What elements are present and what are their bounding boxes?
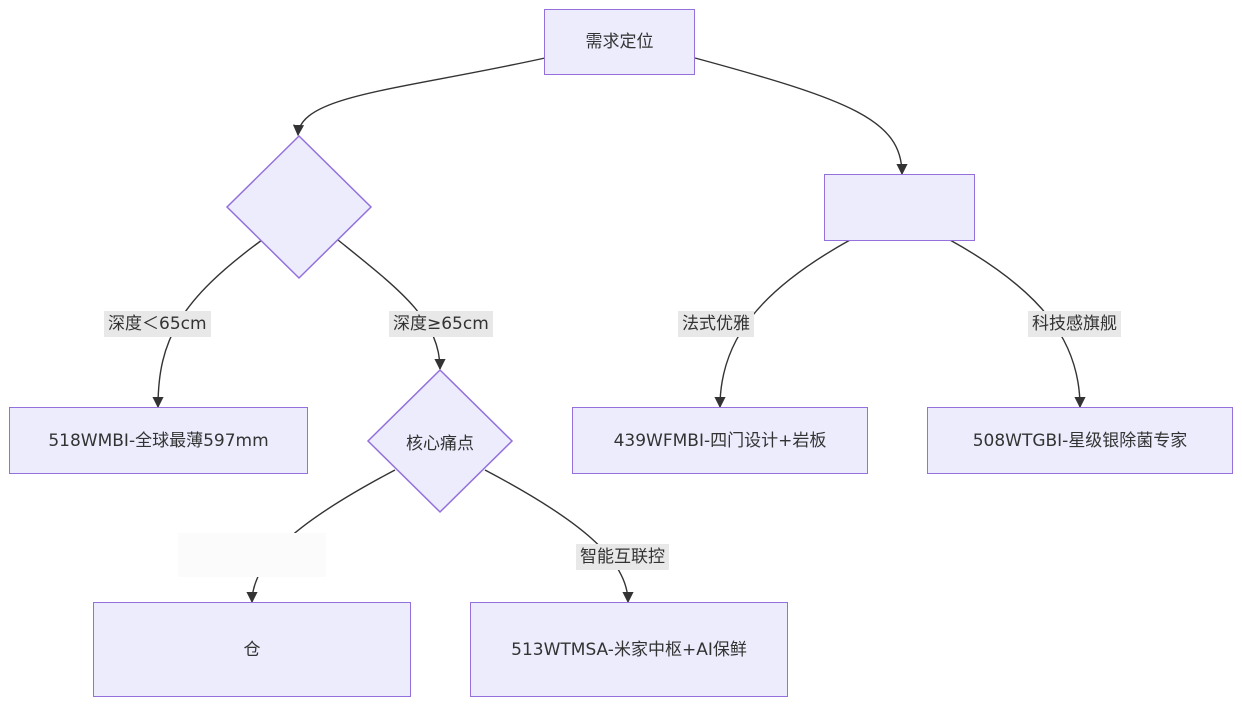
product-node-smart: 513WTMSA-米家中枢+AI保鲜 xyxy=(470,602,788,697)
product-node-sterilize-label: 508WTGBI-星级银除菌专家 xyxy=(972,430,1188,451)
pain-point-diamond xyxy=(366,368,514,514)
decision-diamond-left xyxy=(225,134,373,280)
pain-point-label: 核心痛点 xyxy=(406,433,474,454)
edge-label-depth-lt: 深度＜65cm xyxy=(104,311,211,337)
product-node-storage: 仓 xyxy=(93,602,411,697)
edge-root-to-left-decision xyxy=(292,57,546,137)
right-branch-node xyxy=(824,174,975,241)
left-decision-label xyxy=(227,136,371,278)
root-node: 需求定位 xyxy=(544,9,695,75)
edge-root-to-right-node xyxy=(694,57,908,176)
edge-label-depth-ge: 深度≥65cm xyxy=(389,311,493,337)
product-node-slim-label: 518WMBI-全球最薄597mm xyxy=(48,430,269,451)
edge-label-storage-link xyxy=(178,533,326,577)
edge-label-tech: 科技感旗舰 xyxy=(1028,311,1121,337)
product-node-sterilize: 508WTGBI-星级银除菌专家 xyxy=(927,407,1233,474)
product-node-stone: 439WFMBI-四门设计+岩板 xyxy=(572,407,868,474)
edge-pain-point-to-smart xyxy=(484,469,634,604)
product-node-storage-label: 仓 xyxy=(243,639,261,660)
edge-label-french: 法式优雅 xyxy=(678,311,754,337)
edge-label-smart-link: 智能互联控 xyxy=(576,544,669,570)
edge-left-decision-to-pain-point xyxy=(337,239,446,371)
product-node-slim: 518WMBI-全球最薄597mm xyxy=(9,407,308,474)
root-node-label: 需求定位 xyxy=(585,32,654,52)
product-node-stone-label: 439WFMBI-四门设计+岩板 xyxy=(613,430,827,451)
product-node-smart-label: 513WTMSA-米家中枢+AI保鲜 xyxy=(511,639,747,660)
